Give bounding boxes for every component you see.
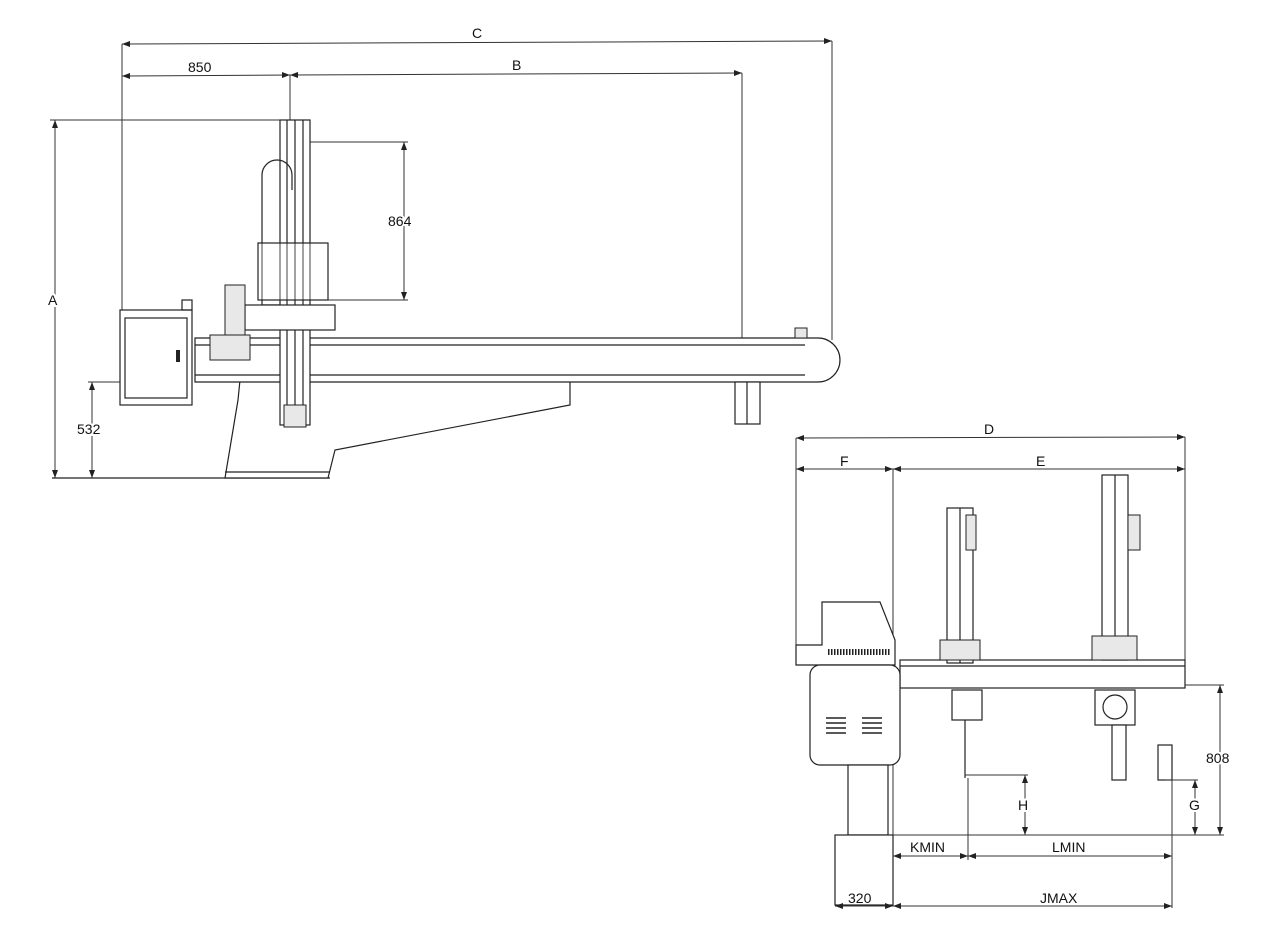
dim-label-e: E (1036, 453, 1045, 469)
dim-label-h: H (1018, 797, 1028, 813)
dimension-lmin: LMIN (968, 839, 1172, 859)
front-control-unit (795, 601, 901, 906)
dimension-h: H (965, 774, 1030, 835)
dim-label-864: 864 (388, 213, 412, 229)
dim-label-b: B (512, 57, 521, 73)
carriage (209, 242, 336, 361)
cross-beam (194, 327, 841, 383)
dimension-808: 808 (893, 684, 1232, 836)
dimension-532: 532 (75, 381, 122, 478)
dim-label-jmax: JMAX (1040, 890, 1078, 906)
dim-label-c: C (472, 25, 482, 41)
dimension-d: D (795, 421, 1186, 441)
dim-label-808: 808 (1206, 750, 1230, 766)
dimension-f: F (796, 453, 893, 472)
front-beam (899, 659, 1186, 689)
dim-label-a: A (48, 292, 58, 308)
arm-left (939, 507, 983, 778)
dimension-jmax: JMAX (893, 890, 1172, 909)
dimension-850: 850 (121, 59, 291, 79)
dimension-e: E (893, 453, 1185, 472)
dimension-a: A (46, 119, 290, 478)
dim-label-850: 850 (188, 59, 212, 75)
support-leg (224, 379, 571, 479)
dim-label-lmin: LMIN (1052, 839, 1085, 855)
vertical-arm (261, 119, 311, 428)
dimension-c: C (121, 25, 833, 47)
dim-label-320: 320 (848, 890, 872, 906)
dim-label-d: D (984, 421, 994, 437)
dim-label-f: F (840, 453, 849, 469)
dimension-320: 320 (835, 890, 893, 909)
dim-label-g: G (1189, 797, 1200, 813)
dimension-b: B (289, 57, 743, 78)
front-view: D F E (795, 421, 1232, 909)
end-gripper (734, 381, 761, 425)
side-view: C 850 B 864 A 532 (46, 25, 841, 479)
arm-right (1091, 474, 1173, 781)
dim-label-kmin: KMIN (910, 839, 945, 855)
dimension-g: G (1165, 779, 1202, 835)
control-cabinet (119, 299, 193, 406)
dimension-864: 864 (300, 141, 414, 301)
dim-label-532: 532 (77, 421, 101, 437)
dimension-kmin: KMIN (893, 839, 968, 859)
